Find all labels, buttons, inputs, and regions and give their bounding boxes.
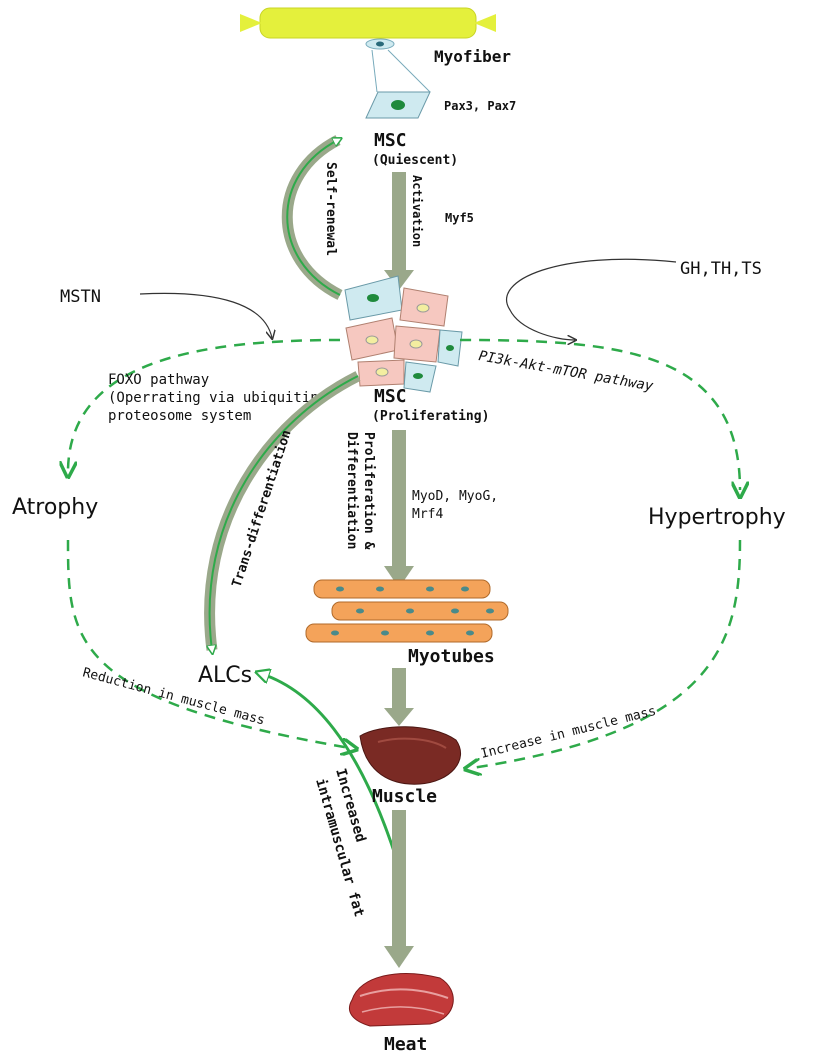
activation-arrow — [384, 172, 414, 290]
increase-label: Increase in muscle mass — [479, 704, 657, 762]
proliferating-cell-cluster — [344, 275, 463, 393]
proliferation-label-line1: Proliferation & — [361, 432, 376, 550]
atrophy-dashed-path — [66, 539, 350, 748]
quiescent-cell — [365, 91, 431, 119]
muscle-label: Muscle — [372, 786, 437, 807]
fat-label-line2: intramuscular fat — [312, 777, 367, 919]
alcs-muscle-arrow — [262, 674, 402, 871]
myofiber-label: Myofiber — [434, 47, 511, 66]
foxo-label-line3: proteosome system — [108, 408, 251, 424]
meat-illustration — [348, 973, 454, 1027]
msc-proliferating-subtitle: (Proliferating) — [372, 409, 489, 424]
msc-quiescent-subtitle: (Quiescent) — [372, 153, 458, 168]
msc-proliferating-title: MSC — [374, 386, 407, 407]
proliferation-arrow — [384, 430, 414, 588]
proliferation-label-line2: Differentiation — [344, 432, 359, 549]
myod-label-line2: Mrf4 — [412, 507, 443, 522]
foxo-label-line1: FOXO pathway — [108, 372, 209, 388]
foxo-label-line2: (Operrating via ubiquitin — [108, 390, 319, 406]
myotubes-to-muscle-arrow — [384, 668, 414, 726]
msc-quiescent-title: MSC — [374, 130, 407, 151]
muscle-to-meat-arrow — [384, 810, 414, 968]
hormones-arrow — [506, 258, 677, 340]
foxo-dashed-path — [68, 338, 341, 470]
alcs-label: ALCs — [198, 663, 252, 688]
pi3k-dashed-path — [459, 338, 740, 490]
hypertrophy-label: Hypertrophy — [648, 505, 786, 530]
myotubes-label: Myotubes — [408, 646, 495, 667]
hypertrophy-dashed-path — [472, 539, 742, 768]
myf5-label: Myf5 — [445, 211, 474, 225]
mstn-label: MSTN — [60, 287, 101, 307]
pax-label: Pax3, Pax7 — [444, 99, 516, 113]
self-renewal-label: Self-renewal — [323, 162, 338, 256]
myotubes-illustration — [305, 579, 509, 643]
trans-differentiation-arrow — [204, 371, 361, 650]
meat-label: Meat — [384, 1034, 427, 1055]
hormones-label: GH,TH,TS — [680, 259, 762, 279]
self-renewal-arrow — [281, 135, 340, 300]
activation-label: Activation — [410, 175, 424, 247]
muscle-illustration — [359, 726, 462, 785]
myod-label-line1: MyoD, MyoG, — [412, 489, 498, 504]
atrophy-label: Atrophy — [12, 495, 98, 520]
mstn-arrow — [139, 292, 272, 338]
pi3k-label: PI3k-Akt-mTOR pathway — [477, 348, 655, 395]
myofiber-illustration — [240, 7, 496, 93]
